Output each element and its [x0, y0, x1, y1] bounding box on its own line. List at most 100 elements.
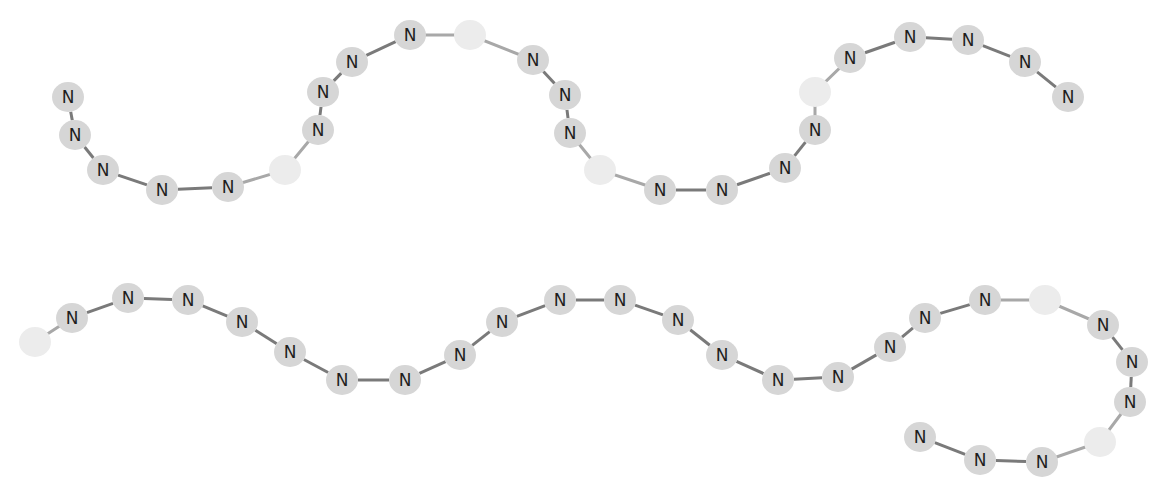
- bead-letter: N: [317, 84, 330, 101]
- bead: N: [644, 175, 676, 205]
- bead-link: [85, 147, 94, 158]
- bead: N: [302, 115, 334, 145]
- connector-group: [71, 38, 1132, 462]
- bead-letter: N: [809, 122, 822, 139]
- bead-letter: N: [974, 452, 987, 469]
- bead-link: [87, 303, 113, 312]
- bead-link: [472, 332, 489, 346]
- bead-letter: N: [284, 344, 297, 361]
- bead: N: [604, 285, 636, 315]
- bead: N: [1114, 387, 1146, 417]
- bead-link: [71, 112, 73, 120]
- bead: N: [87, 155, 119, 185]
- bead: N: [1087, 310, 1119, 340]
- faded-bead: [799, 77, 831, 107]
- bead: N: [762, 365, 794, 395]
- bead: N: [544, 285, 576, 315]
- bead: N: [59, 120, 91, 150]
- bead-letter: N: [236, 314, 249, 331]
- bead: N: [486, 307, 518, 337]
- bead-letter: N: [1062, 89, 1075, 106]
- bead-link: [865, 42, 895, 53]
- bead-link: [419, 362, 445, 374]
- bead-link: [1037, 72, 1056, 87]
- bead: N: [662, 305, 694, 335]
- bead: N: [769, 153, 801, 183]
- bead-letter: N: [832, 369, 845, 386]
- bead: N: [1116, 347, 1148, 377]
- bead-letter: N: [496, 314, 509, 331]
- bead-link: [676, 189, 706, 192]
- bead-link: [576, 299, 604, 302]
- faded-bead: [454, 20, 486, 50]
- bead-link: [996, 459, 1026, 463]
- bead-letter: N: [1019, 54, 1032, 71]
- bead-letter: N: [399, 372, 412, 389]
- bead-link: [940, 305, 970, 314]
- bead-letter: N: [404, 27, 417, 44]
- bead-link: [334, 73, 342, 81]
- bead: N: [554, 118, 586, 148]
- bead: N: [706, 340, 738, 370]
- bead: N: [952, 25, 984, 55]
- bead-letter: N: [672, 312, 685, 329]
- bead-link: [737, 173, 770, 185]
- bead-letter: N: [62, 89, 75, 106]
- bead: N: [112, 283, 144, 313]
- bead: N: [389, 365, 421, 395]
- bead-letter: N: [554, 292, 567, 309]
- bead-letter: N: [779, 160, 792, 177]
- bead-letter: N: [66, 310, 79, 327]
- bead-link: [983, 46, 1010, 57]
- bead: N: [336, 47, 368, 77]
- bead-letter: N: [654, 182, 667, 199]
- bead-letter: N: [614, 292, 627, 309]
- bead-letter: N: [336, 372, 349, 389]
- bead: N: [274, 337, 306, 367]
- bead-letter: N: [222, 179, 235, 196]
- bead-link: [203, 306, 228, 316]
- bead-link: [736, 361, 763, 373]
- bead: N: [326, 365, 358, 395]
- bead: N: [226, 307, 258, 337]
- bead-letter: N: [559, 87, 572, 104]
- bead: N: [706, 175, 738, 205]
- bead-link: [144, 297, 172, 301]
- bead-letter: N: [914, 429, 927, 446]
- bead-letter: N: [884, 339, 897, 356]
- bead: N: [822, 362, 854, 392]
- bead-link: [255, 330, 276, 343]
- bead-letter: N: [716, 182, 729, 199]
- bead-link: [795, 142, 806, 156]
- bead-link: [178, 188, 212, 190]
- bead-letter: N: [716, 347, 729, 364]
- bead-letter: N: [346, 54, 359, 71]
- bead: N: [517, 45, 549, 75]
- faded-bead: [19, 327, 51, 357]
- bead: N: [964, 445, 996, 475]
- bead-letter: N: [1126, 354, 1139, 371]
- bead-letter: N: [122, 290, 135, 307]
- bead-link: [1112, 337, 1122, 350]
- bead: N: [1026, 447, 1058, 477]
- bead: N: [969, 285, 1001, 315]
- bead-link: [852, 355, 877, 369]
- bead-letter: N: [156, 182, 169, 199]
- bead: N: [834, 43, 866, 73]
- bead-link: [1129, 377, 1133, 387]
- bead-link: [902, 328, 913, 337]
- bead-letter: N: [919, 310, 932, 327]
- bead: N: [52, 82, 84, 112]
- bead-link: [543, 71, 554, 83]
- faded-links: [35, 35, 1130, 462]
- bead: N: [1009, 47, 1041, 77]
- bead: N: [1052, 82, 1084, 112]
- bead: N: [444, 340, 476, 370]
- bead-letter: N: [979, 292, 992, 309]
- bead-letter: N: [904, 29, 917, 46]
- bead: N: [212, 172, 244, 202]
- bead-letter: N: [454, 347, 467, 364]
- faded-bead: [1084, 427, 1116, 457]
